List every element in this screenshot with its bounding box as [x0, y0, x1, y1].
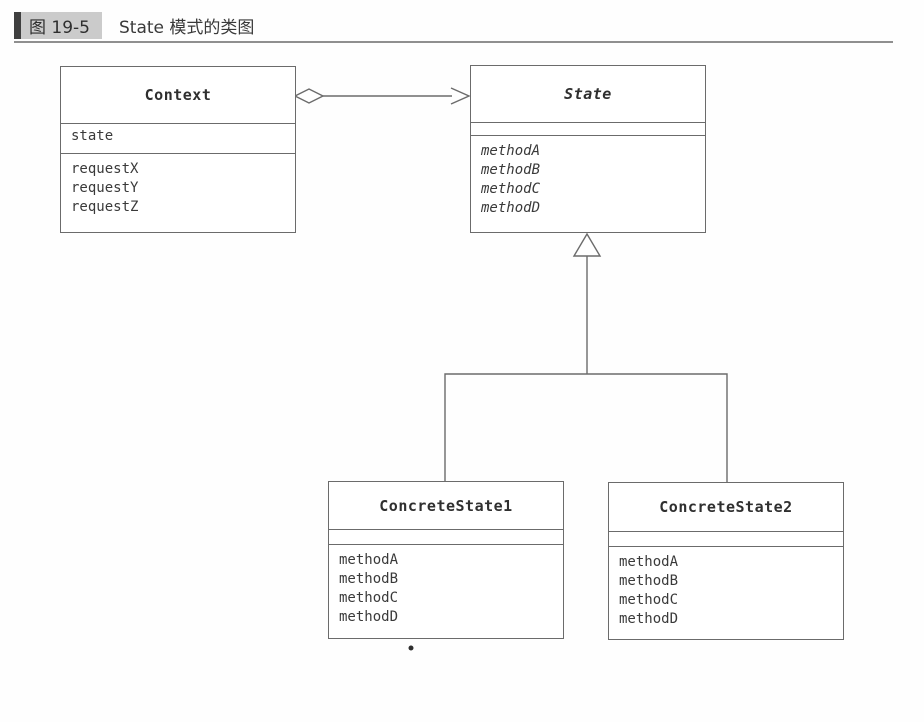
- class-methods: methodA methodB methodC methodD: [329, 545, 563, 638]
- class-attributes: [329, 530, 563, 545]
- header-rule: [14, 41, 893, 43]
- class-method: methodA: [619, 554, 679, 570]
- class-method: requestZ: [71, 199, 139, 215]
- class-method: methodC: [619, 592, 679, 608]
- class-method: methodC: [481, 181, 541, 197]
- class-attributes: [609, 532, 843, 547]
- open-arrowhead-icon: [450, 87, 471, 105]
- class-name: State: [471, 66, 705, 123]
- class-method: methodB: [619, 573, 679, 589]
- class-attributes: [471, 123, 705, 136]
- class-attributes: state: [61, 124, 295, 154]
- class-box-concretestate1: ConcreteState1 methodA methodB methodC m…: [328, 481, 564, 639]
- class-method: requestY: [71, 180, 139, 196]
- class-name: ConcreteState1: [329, 482, 563, 530]
- class-methods: methodA methodB methodC methodD: [471, 136, 705, 232]
- print-artifact-dot: [408, 645, 414, 651]
- aggregation-diamond-icon: [293, 88, 325, 104]
- class-attribute: state: [71, 128, 114, 144]
- class-method: requestX: [71, 161, 139, 177]
- class-name: ConcreteState2: [609, 483, 843, 532]
- figure-label: 图 19-5: [21, 12, 102, 39]
- figure-label-bar: [14, 12, 21, 39]
- inheritance-triangle-icon: [572, 232, 602, 257]
- figure-header: 图 19-5 State 模式的类图: [14, 12, 254, 39]
- class-method: methodB: [339, 571, 399, 587]
- class-method: methodA: [339, 552, 399, 568]
- class-method: methodD: [481, 200, 541, 216]
- class-method: methodB: [481, 162, 541, 178]
- class-method: methodD: [339, 609, 399, 625]
- class-box-concretestate2: ConcreteState2 methodA methodB methodC m…: [608, 482, 844, 640]
- class-method: methodC: [339, 590, 399, 606]
- class-box-context: Context state requestX requestY requestZ: [60, 66, 296, 233]
- class-methods: methodA methodB methodC methodD: [609, 547, 843, 639]
- class-method: methodA: [481, 143, 541, 159]
- class-method: methodD: [619, 611, 679, 627]
- class-box-state: State methodA methodB methodC methodD: [470, 65, 706, 233]
- figure-title: State 模式的类图: [119, 18, 255, 38]
- inheritance-branch-line: [444, 373, 728, 482]
- class-name: Context: [61, 67, 295, 124]
- class-methods: requestX requestY requestZ: [61, 154, 295, 232]
